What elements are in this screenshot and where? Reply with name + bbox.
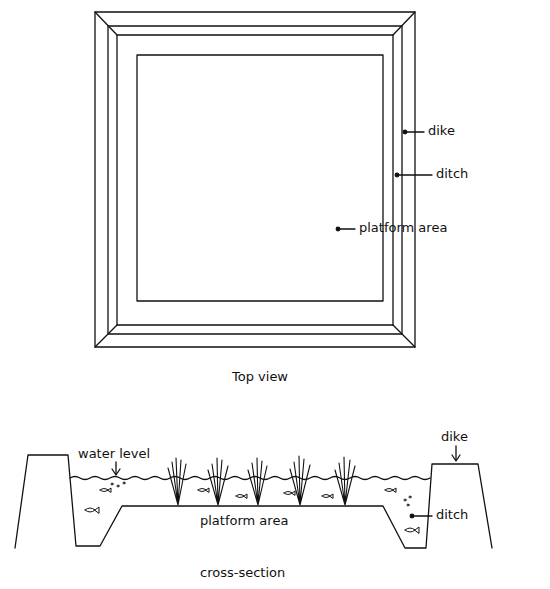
- part-label: platform area: [200, 514, 288, 528]
- part-label: dike: [428, 124, 455, 138]
- cross-section: [15, 446, 492, 548]
- part-label: platform area: [359, 221, 447, 235]
- view-caption: Top view: [232, 370, 288, 384]
- top-view: [95, 12, 432, 347]
- view-caption: cross-section: [200, 566, 285, 580]
- part-label: ditch: [436, 508, 468, 522]
- part-label: dike: [441, 430, 468, 444]
- part-label: ditch: [436, 167, 468, 181]
- part-label: water level: [78, 447, 150, 461]
